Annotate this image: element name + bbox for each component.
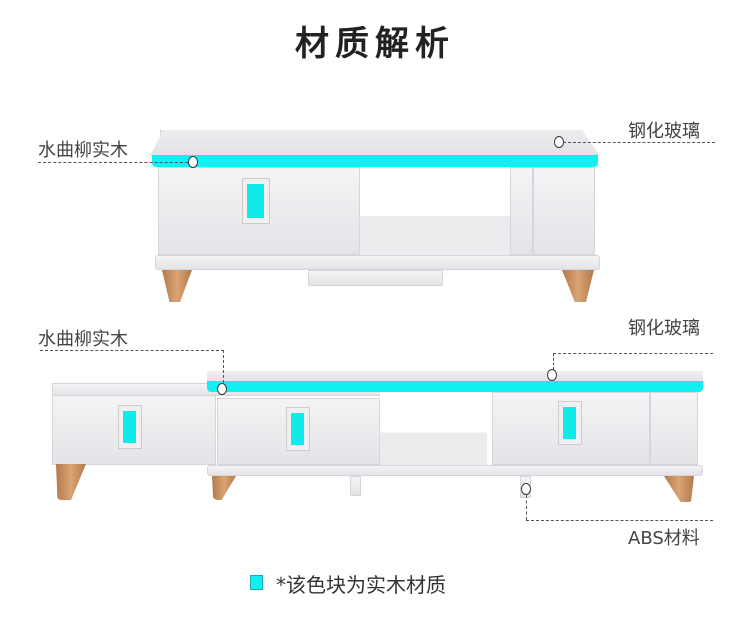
open-shelf [380, 392, 487, 465]
side-panel [650, 392, 698, 465]
label-wood: 水曲柳实木 [38, 140, 128, 161]
callout-dot [554, 136, 564, 148]
label-abs: ABS材料 [628, 528, 700, 549]
label-glass: 钢化玻璃 [628, 318, 700, 339]
callout-line [40, 350, 224, 351]
base [207, 465, 703, 476]
under-box [308, 270, 443, 286]
page-title: 材质解析 [295, 24, 455, 64]
drawer-handle [286, 407, 310, 451]
drawer-handle [558, 401, 582, 445]
callout-line [526, 520, 713, 521]
glass-top-surface [150, 130, 600, 156]
legend-swatch [250, 575, 263, 590]
drawer-handle [118, 405, 142, 449]
side-panel [533, 167, 595, 255]
callout-line [553, 353, 713, 354]
leg [562, 270, 594, 302]
wood-band [152, 155, 598, 167]
callout-line [38, 162, 188, 163]
callout-dot [547, 369, 557, 381]
callout-line [223, 350, 224, 383]
callout-dot [188, 156, 198, 168]
legend-text: *该色块为实木材质 [276, 573, 446, 597]
wood-band [207, 381, 703, 392]
side-shelf [510, 167, 533, 255]
label-wood: 水曲柳实木 [38, 329, 128, 350]
callout-line [563, 142, 715, 143]
glass-top [207, 371, 703, 382]
callout-dot [521, 483, 531, 495]
leg [56, 464, 86, 500]
label-glass: 钢化玻璃 [628, 121, 700, 142]
callout-dot [217, 383, 227, 395]
leg [212, 476, 236, 500]
support-peg [350, 476, 361, 496]
leg [664, 476, 694, 502]
callout-line [526, 495, 527, 520]
callout-line [553, 353, 554, 370]
leg [162, 270, 192, 302]
drawer-handle [242, 178, 270, 224]
open-shelf [360, 167, 510, 255]
base [155, 255, 600, 270]
